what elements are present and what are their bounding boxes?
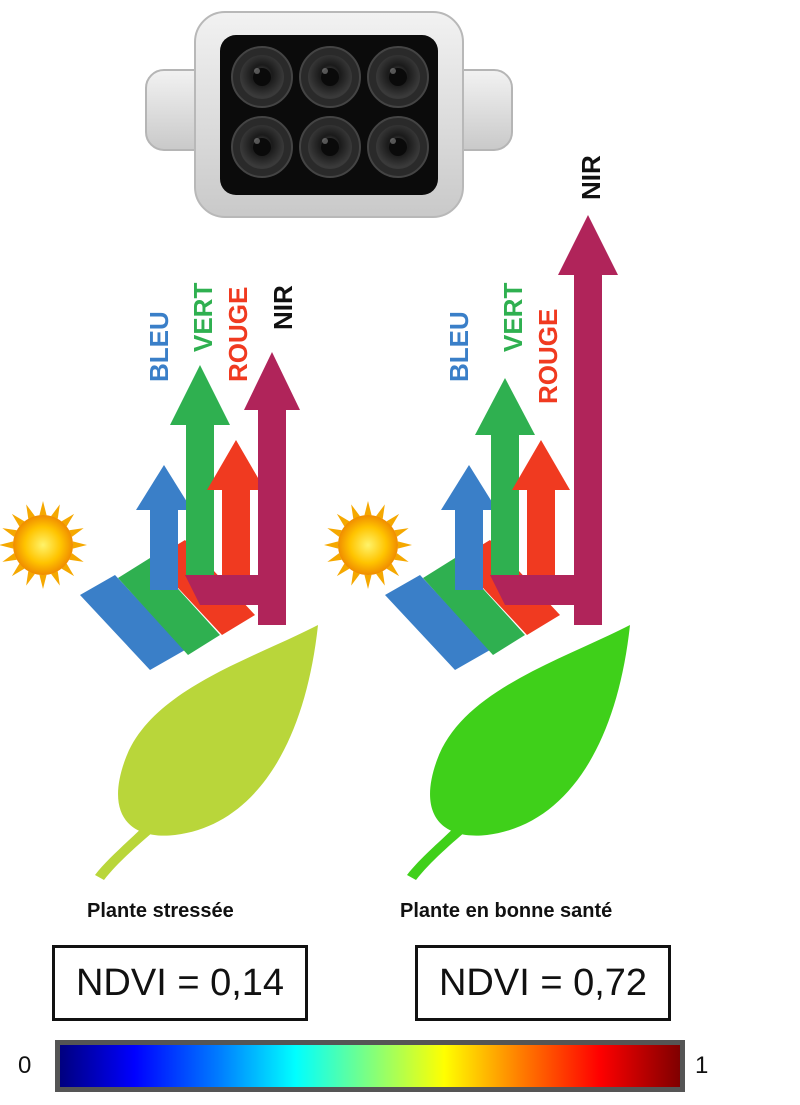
blue-light-strip — [385, 575, 490, 670]
camera-lenses — [231, 46, 429, 178]
green-reflectance-arrow — [170, 365, 230, 575]
camera-lens — [231, 46, 293, 108]
label-bleu: BLEU — [144, 311, 174, 382]
scale-min-label: 0 — [18, 1052, 32, 1079]
sun-ray — [72, 541, 87, 549]
sun-ray — [364, 574, 372, 589]
green-light-strip — [118, 558, 220, 655]
label-nir: NIR — [268, 285, 298, 330]
sun-ray — [61, 513, 75, 527]
label-nir: NIR — [576, 155, 606, 200]
sun-ray — [351, 504, 360, 519]
camera-lens — [367, 46, 429, 108]
scale-max-label: 1 — [695, 1052, 709, 1079]
sun-ray — [336, 513, 350, 527]
sun-ray — [394, 528, 409, 537]
sun-icon — [0, 501, 87, 589]
sun-ray — [0, 541, 14, 549]
sun-ray — [51, 504, 60, 519]
sun-ray — [376, 504, 385, 519]
green-light-strip — [423, 558, 525, 655]
sun-ray — [69, 553, 84, 562]
sun-icon — [324, 501, 412, 589]
nir-reflectance-arrow — [490, 215, 618, 625]
nir-reflectance-arrow — [185, 352, 300, 625]
sun-ray — [26, 504, 35, 519]
blue-reflectance-arrow — [441, 465, 497, 590]
sun-ray — [327, 528, 342, 537]
sun-ray — [61, 563, 75, 577]
healthy-ndvi-value: NDVI = 0,72 — [415, 945, 671, 1021]
stressed-panel: BLEU VERT ROUGE NIR — [0, 283, 318, 880]
healthy-plant-caption: Plante en bonne santé — [400, 900, 613, 922]
sun-ray — [364, 501, 372, 516]
healthy-panel: BLEU VERT ROUGE NIR — [324, 155, 630, 880]
blue-reflectance-arrow — [136, 465, 192, 590]
label-bleu: BLEU — [444, 311, 474, 382]
sun-disk — [13, 515, 73, 575]
sun-disk — [338, 515, 398, 575]
camera-lens — [367, 116, 429, 178]
sun-ray — [2, 528, 17, 537]
sun-ray — [11, 563, 25, 577]
sun-ray — [2, 553, 17, 562]
label-vert: VERT — [188, 283, 218, 352]
camera-lens — [231, 116, 293, 178]
sun-ray — [376, 571, 385, 586]
stressed-leaf-icon — [95, 625, 318, 880]
red-reflectance-arrow — [207, 440, 265, 575]
blue-light-strip — [80, 575, 185, 670]
sun-ray — [39, 574, 47, 589]
sun-ray — [26, 571, 35, 586]
sun-ray — [39, 501, 47, 516]
label-rouge: ROUGE — [533, 309, 563, 404]
sun-ray — [351, 571, 360, 586]
label-rouge: ROUGE — [223, 287, 253, 382]
stressed-ndvi-value: NDVI = 0,14 — [52, 945, 308, 1021]
green-reflectance-arrow — [475, 378, 535, 575]
stressed-plant-caption: Plante stressée — [87, 900, 234, 922]
sun-ray — [386, 563, 400, 577]
ndvi-color-scale — [55, 1040, 685, 1092]
sun-ray — [386, 513, 400, 527]
sun-ray — [397, 541, 412, 549]
sun-ray — [11, 513, 25, 527]
healthy-leaf-icon — [407, 625, 630, 880]
red-reflectance-arrow — [512, 440, 570, 575]
multispectral-camera-icon — [145, 11, 513, 218]
sun-ray — [51, 571, 60, 586]
sun-ray — [336, 563, 350, 577]
camera-lens — [299, 116, 361, 178]
label-vert: VERT — [498, 283, 528, 352]
sun-ray — [394, 553, 409, 562]
sun-ray — [69, 528, 84, 537]
sun-ray — [324, 541, 339, 549]
camera-lens — [299, 46, 361, 108]
sun-ray — [327, 553, 342, 562]
